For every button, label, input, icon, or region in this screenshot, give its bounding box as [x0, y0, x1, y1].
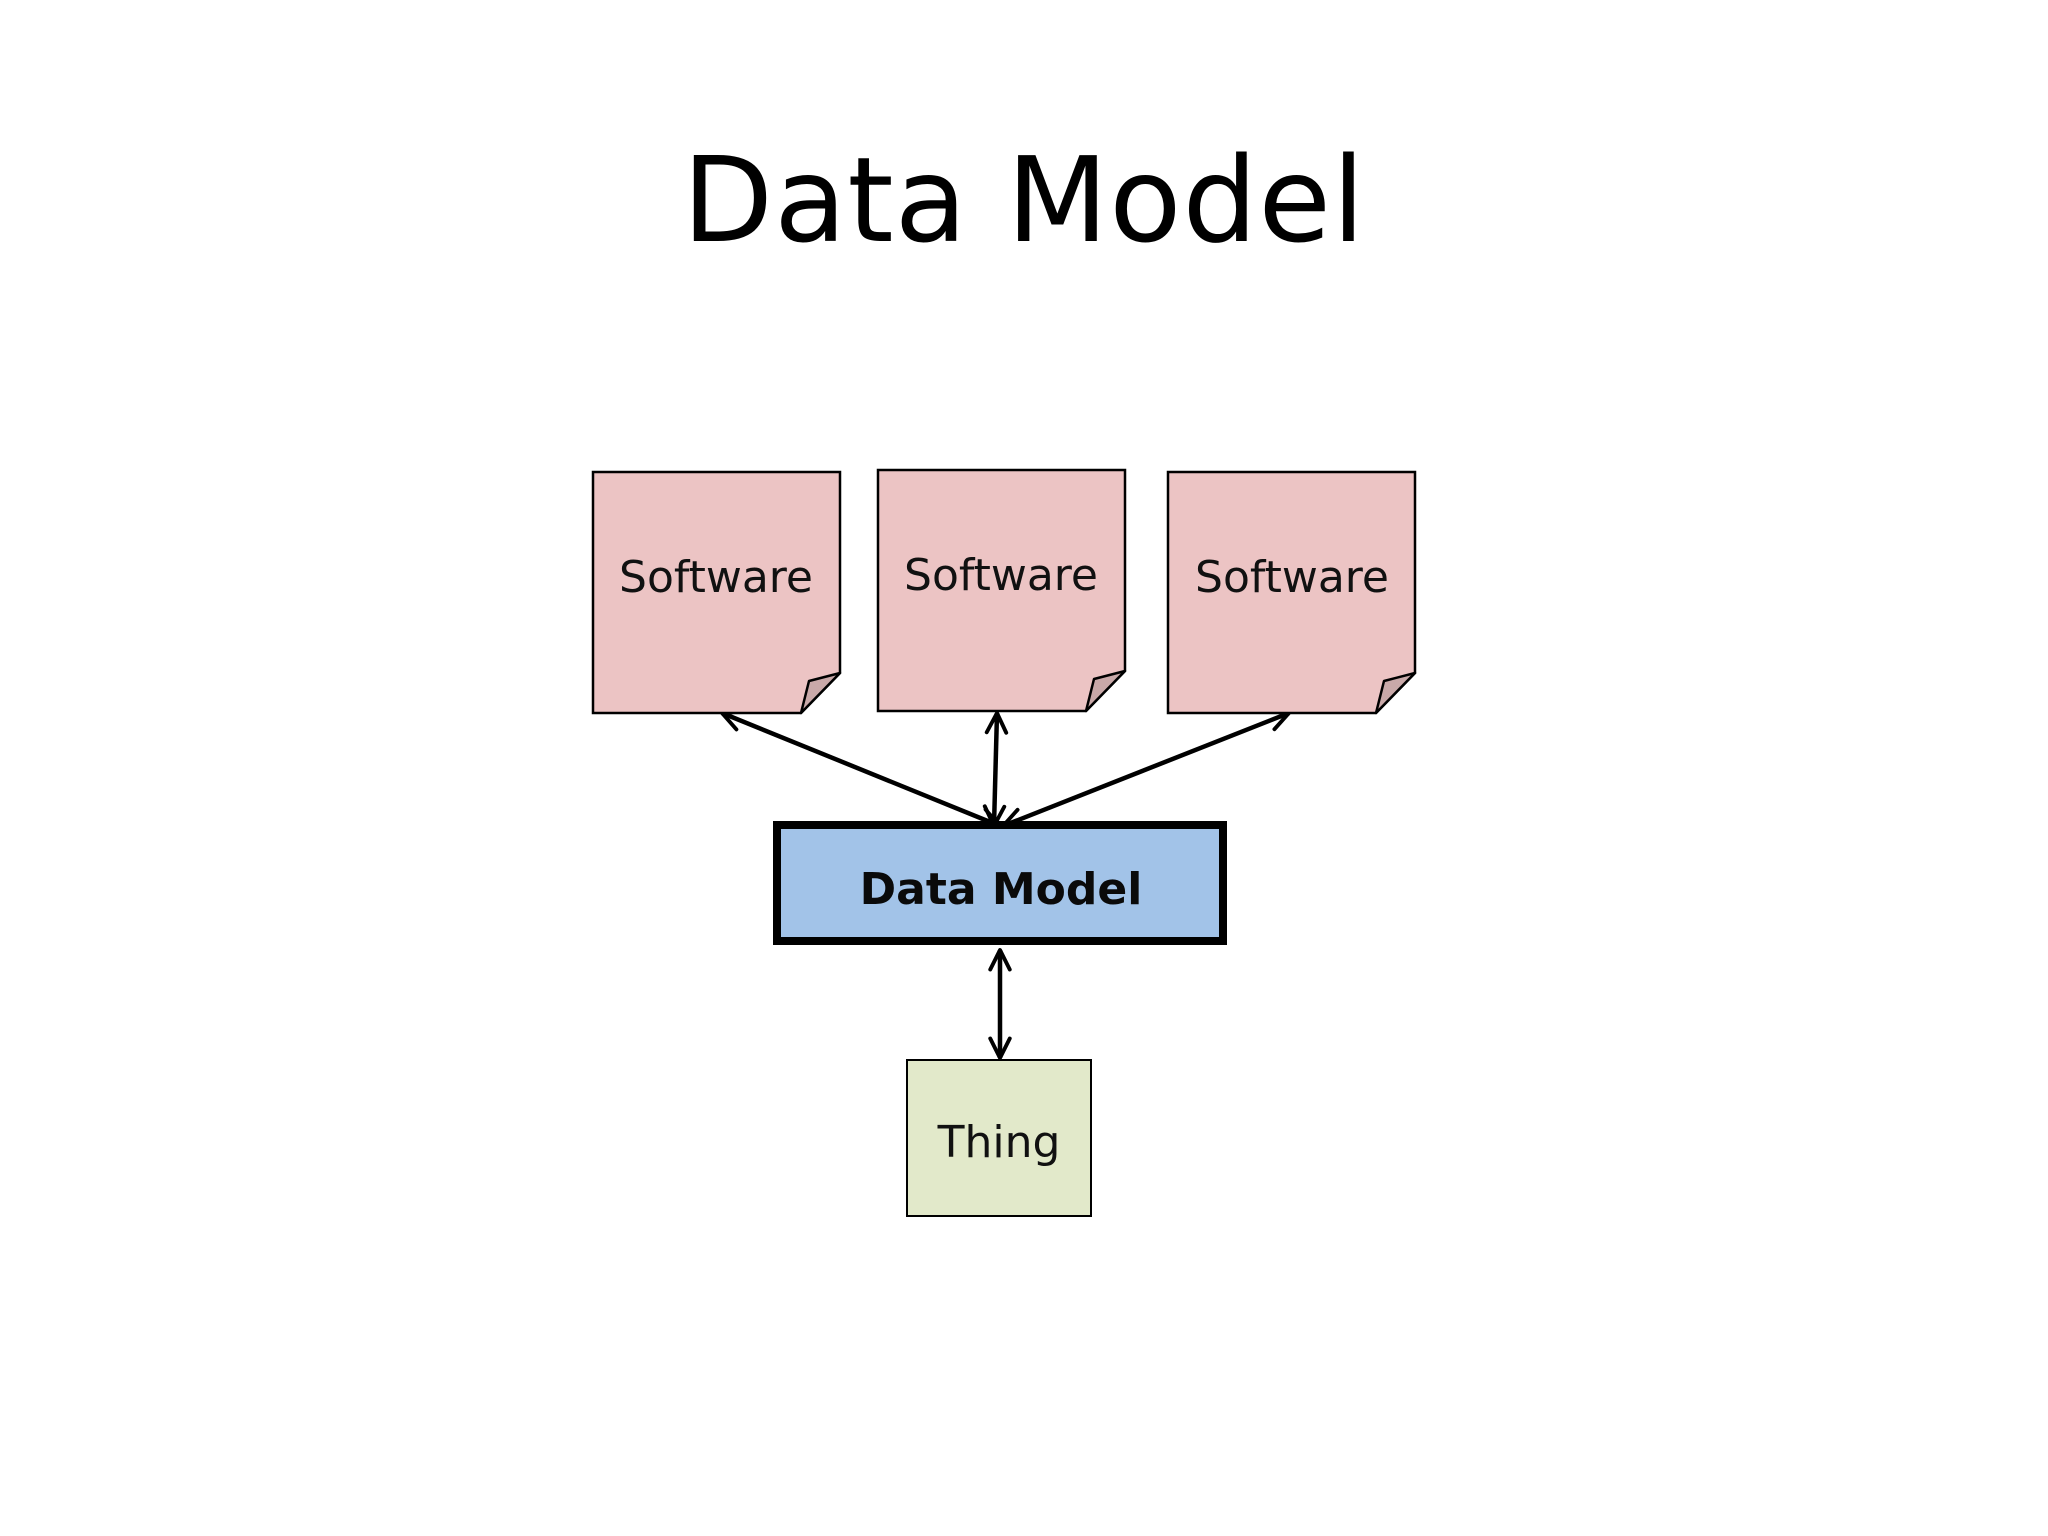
data-model-label: Data Model: [860, 864, 1143, 915]
software-label: Software: [1195, 552, 1389, 603]
connectors: [720, 709, 1291, 1060]
software-label: Software: [904, 550, 1098, 601]
slide-title: Data Model: [682, 131, 1366, 269]
thing-node: Thing: [906, 1059, 1092, 1217]
software-node-1: Software: [591, 470, 842, 715]
software-label: Software: [619, 552, 813, 603]
software-node-2: Software: [876, 468, 1127, 713]
software-node-3: Software: [1166, 470, 1417, 715]
data-model-box: [773, 821, 1227, 945]
folded-corner: [799, 671, 842, 715]
data-model-node: Data Model: [773, 821, 1227, 945]
connector-software-3-to-model: [1001, 709, 1291, 830]
thing-label: Thing: [937, 1117, 1061, 1168]
thing-box: [906, 1059, 1092, 1217]
connector-software-1-to-model: [720, 709, 1002, 830]
folded-corner: [1084, 669, 1127, 713]
folded-corner: [1374, 671, 1417, 715]
connector-software-2-to-model: [982, 711, 1009, 828]
